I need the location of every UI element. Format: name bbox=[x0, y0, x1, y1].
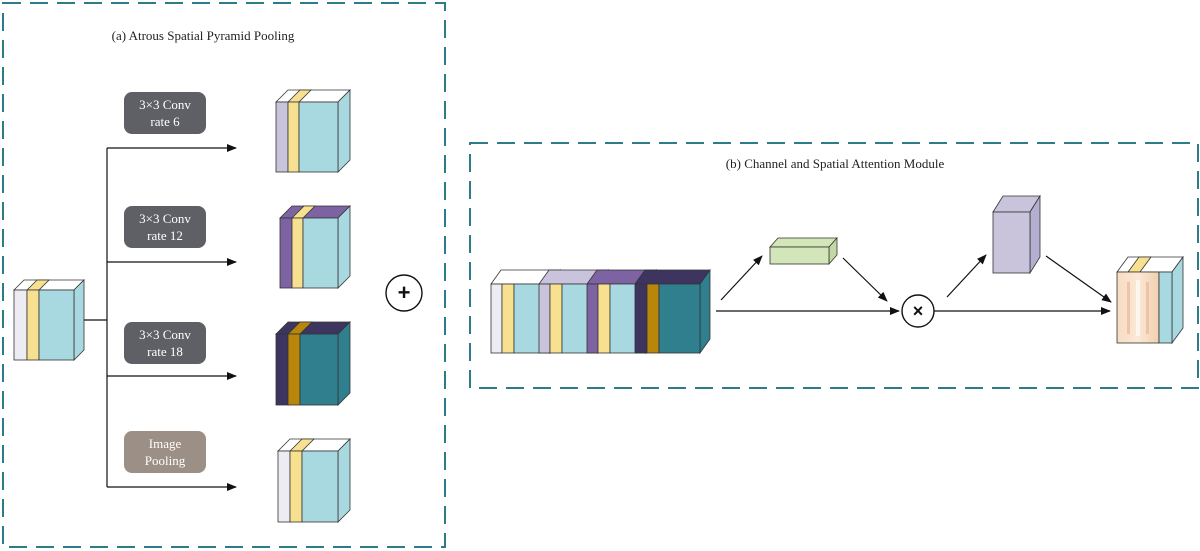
branch-label-line1: Image bbox=[149, 436, 182, 451]
branch-label-line2: Pooling bbox=[145, 453, 186, 468]
branch-label-line2: rate 6 bbox=[150, 114, 180, 129]
plus-icon: + bbox=[398, 280, 411, 305]
branch-box-rate12: 3×3 Conv rate 12 bbox=[124, 206, 206, 248]
output-block-rate18 bbox=[275, 321, 351, 406]
panel-a-title: (a) Atrous Spatial Pyramid Pooling bbox=[112, 28, 295, 43]
concatenated-features bbox=[490, 268, 711, 355]
branch-label-line1: 3×3 Conv bbox=[139, 211, 191, 226]
channel-attention-block bbox=[769, 236, 838, 266]
refined-output-block bbox=[1116, 255, 1184, 345]
branch-label-line2: rate 18 bbox=[147, 344, 183, 359]
output-block-rate12 bbox=[279, 205, 351, 289]
branch-connectors bbox=[84, 144, 237, 491]
branch-label-line1: 3×3 Conv bbox=[139, 327, 191, 342]
output-block-rate6 bbox=[275, 89, 351, 173]
panel-b-frame bbox=[469, 142, 1199, 389]
attention-flow-arrows bbox=[716, 254, 1112, 315]
branch-label-line1: 3×3 Conv bbox=[139, 97, 191, 112]
output-block-image-pooling bbox=[277, 438, 351, 523]
panel-a-frame bbox=[2, 2, 446, 548]
branch-box-rate6: 3×3 Conv rate 6 bbox=[124, 92, 206, 134]
branch-label-line2: rate 12 bbox=[147, 228, 183, 243]
panel-b-title: (b) Channel and Spatial Attention Module bbox=[726, 156, 945, 171]
spatial-attention-block bbox=[992, 194, 1041, 275]
multiply-operator: × bbox=[901, 294, 935, 328]
sum-operator: + bbox=[385, 274, 423, 312]
input-feature-block bbox=[13, 279, 85, 361]
stack-block-4 bbox=[634, 268, 711, 355]
multiply-icon: × bbox=[913, 301, 924, 321]
branch-box-image-pooling: Image Pooling bbox=[124, 431, 206, 473]
branch-box-rate18: 3×3 Conv rate 18 bbox=[124, 322, 206, 364]
